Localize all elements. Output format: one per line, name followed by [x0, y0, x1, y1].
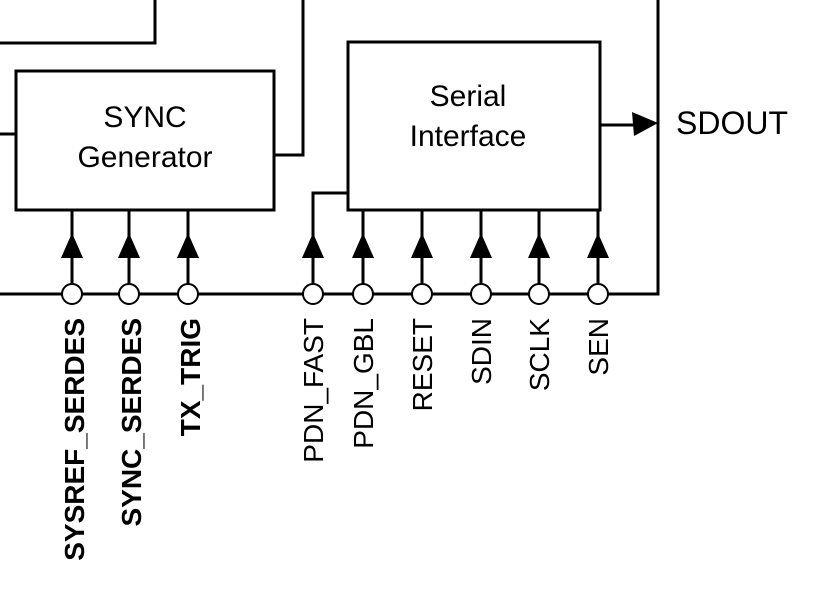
arrow-up-icon: [177, 233, 199, 258]
arrow-up-icon: [302, 233, 324, 258]
sync-generator-title-line2: Generator: [77, 141, 212, 174]
serial-interface-title-line2: Interface: [410, 120, 527, 153]
sync-generator-output-wire: [274, 0, 305, 157]
pdn-fast-arrow: [302, 233, 324, 258]
serial-interface-title-line1: Serial: [430, 80, 507, 113]
pin-label-pdn-fast: PDN_FAST: [298, 318, 329, 463]
sync-generator-block: SYNC Generator: [14, 69, 276, 212]
pin-label-sync-serdes: SYNC_SERDES: [116, 318, 147, 527]
bus-wire: [0, 0, 660, 296]
pin-pdn-fast: [302, 283, 324, 305]
pdn-gbl-wire: [352, 210, 374, 294]
sclk-wire: [528, 210, 550, 294]
sync-generator-title-line1: SYNC: [103, 101, 186, 134]
pin-sclk: [528, 283, 550, 305]
pin-sync-serdes: [118, 283, 140, 305]
arrow-up-icon: [528, 233, 550, 258]
arrow-up-icon: [61, 233, 83, 258]
arrow-right-icon: [632, 112, 658, 136]
arrow-up-icon: [352, 233, 374, 258]
pin-label-sclk: SCLK: [524, 318, 555, 391]
pin-label-sysref-serdes: SYSREF_SERDES: [59, 318, 90, 561]
sen-wire: [587, 210, 609, 294]
arrow-up-icon: [118, 233, 140, 258]
sync-serdes-wire: [118, 210, 140, 294]
upper-block-outline: [0, 0, 157, 45]
sdout-label: SDOUT: [676, 105, 788, 141]
arrow-up-icon: [470, 233, 492, 258]
pdn-fast-wire: [311, 191, 348, 294]
tx-trig-wire: [177, 210, 199, 294]
pin-label-tx-trig: TX_TRIG: [175, 318, 206, 436]
sysref-serdes-wire: [61, 210, 83, 294]
pin-reset: [411, 283, 433, 305]
serial-interface-block: Serial Interface: [346, 40, 602, 212]
pin-pdn-gbl: [352, 283, 374, 305]
sdin-wire: [470, 210, 492, 294]
pin-tx-trig: [177, 283, 199, 305]
pin-label-pdn-gbl: PDN_GBL: [348, 318, 379, 449]
sdout-wire: [600, 112, 658, 136]
pin-sdin: [470, 283, 492, 305]
arrow-up-icon: [587, 233, 609, 258]
pin-label-reset: RESET: [407, 318, 438, 411]
reset-wire: [411, 210, 433, 294]
pin-label-sen: SEN: [583, 318, 614, 376]
arrow-up-icon: [411, 233, 433, 258]
pin-label-sdin: SDIN: [466, 318, 497, 385]
pin-sen: [587, 283, 609, 305]
pin-sysref-serdes: [61, 283, 83, 305]
